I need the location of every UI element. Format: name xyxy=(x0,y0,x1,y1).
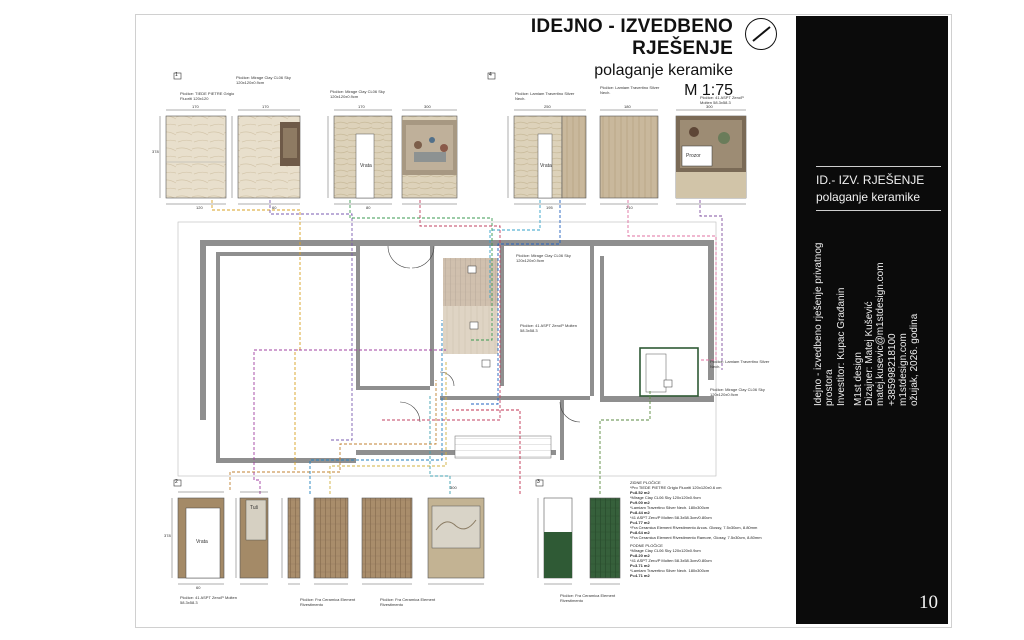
elevation-group-4 xyxy=(513,115,747,199)
legend-floor-item: P=4.71 m2 xyxy=(630,573,650,578)
elevation-group-1 xyxy=(165,115,458,199)
tile-legend: ZIDNE PLOČICE *Pro TIEDE PIETRE Grigio F… xyxy=(630,480,775,578)
legend-wall-item: *41 ASPT Zero/P Molten 58.3x58.3cm/0.80c… xyxy=(630,515,712,520)
dim-label: 170 xyxy=(192,104,199,109)
dim-label: 120 xyxy=(196,205,203,210)
dim-label: 60 xyxy=(272,205,277,210)
tile-note: Pločice: Fra Ceramica Element Rivestimen… xyxy=(380,597,436,607)
dim-label: 80 xyxy=(366,205,371,210)
legend-floor-item: *Mirage Clay CL06 Sky 120x120x0.9cm xyxy=(630,548,701,553)
door-label: Vrata xyxy=(360,163,372,169)
legend-floor-title: PODNE PLOČICE xyxy=(630,543,663,548)
tile-note: Pločice: Mirage Clay CL06 Sky 120x120x0.… xyxy=(330,89,385,99)
dim-label: 300 xyxy=(450,485,457,490)
tile-note: Pločice: Mirage Clay CL06 Sky 120x120x0.… xyxy=(236,75,291,85)
drawing-scale: M 1:75 xyxy=(684,82,733,99)
north-arrow-icon xyxy=(745,18,777,50)
designer-line: Dizajner: Matej Kušević xyxy=(864,301,876,406)
tile-note: Pločice: 41 ASPT Zero/P Molten 58.3x58.3 xyxy=(520,323,577,333)
legend-floor-item: *41 ASPT Zero/P Molten 58.3x58.3cm/0.80c… xyxy=(630,558,712,563)
tile-note: Pločice: Lamiam Travertino Silver Nech. xyxy=(710,359,770,369)
tile-note: Pločice: 41 ASPT Zero/P Molten 58.3x58.3 xyxy=(700,95,744,105)
title-block: IDEJNO - IZVEDBENO RJEŠENJE polaganje ke… xyxy=(478,16,733,100)
legend-wall-item: P=8.44 m2 xyxy=(630,510,650,515)
dim-label: 378 xyxy=(152,149,159,154)
dim-label: 170 xyxy=(358,104,365,109)
sidebar-heading-line1: ID.- IZV. RJEŠENJE xyxy=(816,173,925,187)
date-line: ožujak, 2026. godina xyxy=(909,313,921,406)
drawing-subtitle: polaganje keramike xyxy=(594,62,733,79)
dim-label: 250 xyxy=(544,104,551,109)
studio-website: m1stdesign.com xyxy=(898,333,910,406)
tile-note: Pločice: Lamiam Travertino Silver Nech. xyxy=(515,91,575,101)
tile-note: Pločice: Mirage Clay CL06 Sky 120x120x0.… xyxy=(710,387,765,397)
tile-note: Pločice: Lamiam Travertino Silver Nech. xyxy=(600,85,660,95)
legend-wall-item: P=8.64 m2 xyxy=(630,530,650,535)
legend-wall-item: *Fra Ceramica Element Rivestimento Ramor… xyxy=(630,535,762,540)
legend-floor-item: P=8.20 m2 xyxy=(630,553,650,558)
legend-wall-item: *Lamiam Travertino Silver Nech. 180x300c… xyxy=(630,505,710,510)
legend-wall-item: P=9.00 m2 xyxy=(630,500,650,505)
shower-label: Tuš xyxy=(250,505,259,511)
legend-floor-item: P=3.71 m2 xyxy=(630,563,650,568)
section-label-4: 4 xyxy=(489,72,492,78)
sidebar-info-wrap: Idejno - izvedbeno rješenje privatnog pr… xyxy=(798,226,946,411)
studio-name: M1st design xyxy=(852,352,864,406)
drawing-title: IDEJNO - IZVEDBENO RJEŠENJE xyxy=(530,16,733,59)
page-number: 10 xyxy=(919,592,938,613)
designer-phone: +385998218100 xyxy=(886,333,898,406)
dim-label: 195 xyxy=(546,205,553,210)
legend-wall-item: P=4.77 m2 xyxy=(630,520,650,525)
sidebar-info: Idejno - izvedbeno rješenje privatnog pr… xyxy=(813,226,921,406)
door-label: Vrata xyxy=(540,163,552,169)
tile-note: Pločice: 41 ASPT Zero/P Molten 58.3x58.3 xyxy=(180,595,237,605)
section-label-1: 1 xyxy=(175,72,178,78)
elevation-group-3 xyxy=(543,497,621,579)
floor-plan xyxy=(177,221,717,477)
designer-email: matej.kusevic@m1stdesign.com xyxy=(875,262,887,406)
legend-wall-item: P=8.52 m2 xyxy=(630,490,650,495)
dim-label: 60 xyxy=(196,585,201,590)
dim-label: 180 xyxy=(624,104,631,109)
dim-label: 378 xyxy=(164,533,171,538)
investor-line: Investitor: Kupac Građanin xyxy=(835,287,847,406)
legend-floor-item: *Lamiam Travertino Silver Nech. 180x300c… xyxy=(630,568,710,573)
section-label-2: 2 xyxy=(175,479,178,485)
dim-label: 300 xyxy=(424,104,431,109)
section-label-3: 3 xyxy=(537,479,540,485)
dim-label: 300 xyxy=(706,104,713,109)
legend-wall-list: *Pro TIEDE PIETRE Grigio Fluoriti 120x12… xyxy=(630,485,775,540)
legend-wall-item: *Pro TIEDE PIETRE Grigio Fluoriti 120x12… xyxy=(630,485,722,490)
project-description: Idejno - izvedbeno rješenje privatnog pr… xyxy=(813,242,836,406)
tile-note: Pločice: TIEDE PIETRE Grigio Fluoriti 12… xyxy=(180,91,235,101)
dim-label: 170 xyxy=(262,104,269,109)
tile-note: Pločice: Fra Ceramica Element Rivestimen… xyxy=(560,593,616,603)
sidebar-heading: ID.- IZV. RJEŠENJE polaganje keramike xyxy=(816,166,941,211)
legend-wall-title: ZIDNE PLOČICE xyxy=(630,480,661,485)
tile-note: Pločice: Fra Ceramica Element Rivestimen… xyxy=(300,597,356,607)
door-label: Vrata xyxy=(196,539,208,545)
sidebar-heading-line2: polaganje keramike xyxy=(816,190,921,204)
dim-label: 210 xyxy=(626,205,633,210)
title-sidebar: ID.- IZV. RJEŠENJE polaganje keramike Id… xyxy=(796,16,948,624)
tile-note: Pločice: Mirage Clay CL06 Sky 120x120x0.… xyxy=(516,253,571,263)
elevation-group-2 xyxy=(177,497,485,579)
legend-wall-item: *Mirage Clay CL06 Sky 120x120x0.9cm xyxy=(630,495,701,500)
window-label: Prozor xyxy=(686,153,701,159)
legend-wall-item: *Fra Ceramica Element Rivestimento Arcos… xyxy=(630,525,758,530)
